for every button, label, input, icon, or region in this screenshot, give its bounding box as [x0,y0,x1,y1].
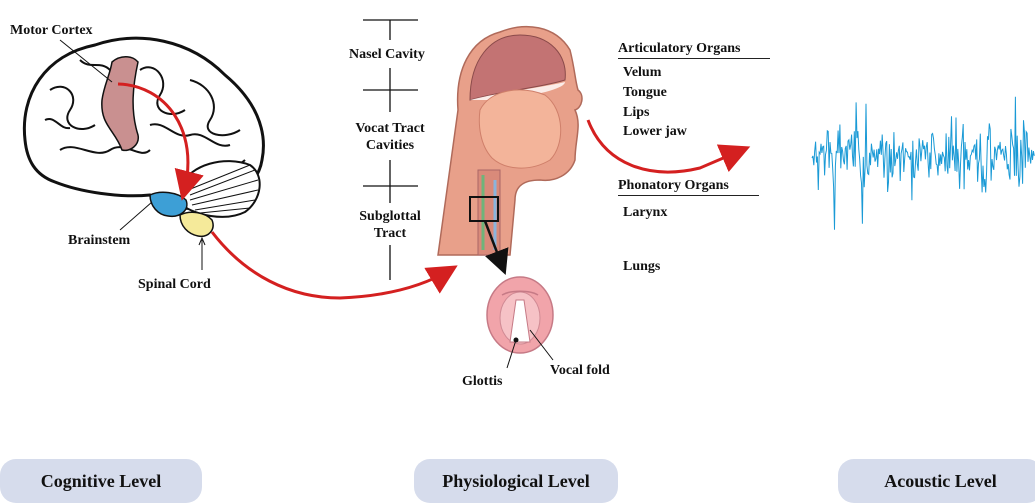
brainstem-pointer [120,202,152,230]
vocal-tract-line2: Cavities [340,137,440,154]
lungs-label: Lungs [623,258,660,275]
glottis-illustration [487,277,553,353]
larynx-label: Larynx [623,204,667,221]
nasal-cavity-label: Nasel Cavity [349,46,425,63]
phonatory-organs-header: Phonatory Organs [618,177,759,196]
vocal-fold-label: Vocal fold [550,362,610,379]
physiological-level-pill: Physiological Level [414,459,618,503]
vocal-tract-line1: Vocat Tract [340,120,440,137]
subglottal-line1: Subglottal [340,208,440,225]
articulatory-item-tongue: Tongue [623,84,667,101]
glottis-label: Glottis [462,373,502,390]
cognitive-level-pill: Cognitive Level [0,459,202,503]
spinal-cord-region [180,212,213,236]
brainstem-region [150,192,187,216]
articulatory-organs-header: Articulatory Organs [618,40,770,59]
acoustic-level-pill: Acoustic Level [838,459,1035,503]
subglottal-line2: Tract [340,225,440,242]
subglottal-tract-label: Subglottal Tract [340,208,440,242]
waveform-trace [812,97,1034,230]
articulatory-item-lips: Lips [623,104,649,121]
head-sagittal-illustration [438,27,582,255]
motor-cortex-label: Motor Cortex [10,22,93,39]
acoustic-waveform [812,97,1034,230]
brainstem-label: Brainstem [68,232,130,249]
vocal-tract-label: Vocat Tract Cavities [340,120,440,154]
articulatory-item-lower-jaw: Lower jaw [623,123,687,140]
spinal-cord-label: Spinal Cord [138,276,211,293]
articulatory-item-velum: Velum [623,64,661,81]
